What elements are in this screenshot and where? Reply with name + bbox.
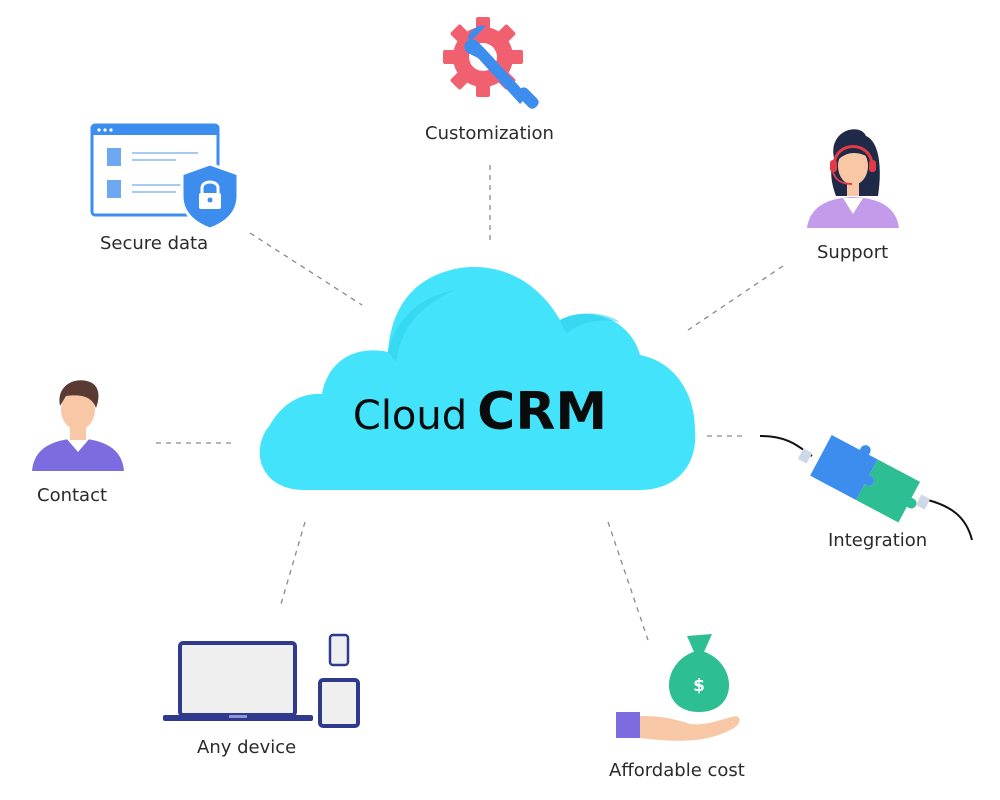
center-title-light: Cloud xyxy=(352,393,468,439)
contact-person-icon xyxy=(32,380,124,471)
gear-wrench-icon xyxy=(443,17,539,109)
secure-data-icon xyxy=(90,123,240,231)
cloud-icon xyxy=(259,267,696,490)
center-title-bold: CRM xyxy=(477,382,608,442)
label-secure-data: Secure data xyxy=(100,233,209,254)
connector-any-device xyxy=(280,521,306,605)
devices-icon xyxy=(163,633,360,728)
label-customization: Customization xyxy=(425,123,554,144)
money-bag-icon xyxy=(616,634,740,741)
label-any-device: Any device xyxy=(197,737,297,758)
connector-lines xyxy=(156,165,784,641)
connector-affordable-cost xyxy=(607,521,649,641)
support-agent-icon xyxy=(807,129,899,228)
label-affordable-cost: Affordable cost xyxy=(609,760,745,781)
label-support: Support xyxy=(817,242,889,263)
puzzle-integration-icon xyxy=(759,434,973,541)
label-integration: Integration xyxy=(828,530,928,551)
dollar-sign: $ xyxy=(693,676,705,696)
label-contact: Contact xyxy=(37,485,108,506)
connector-secure-data xyxy=(249,232,363,306)
connector-support xyxy=(687,265,784,331)
